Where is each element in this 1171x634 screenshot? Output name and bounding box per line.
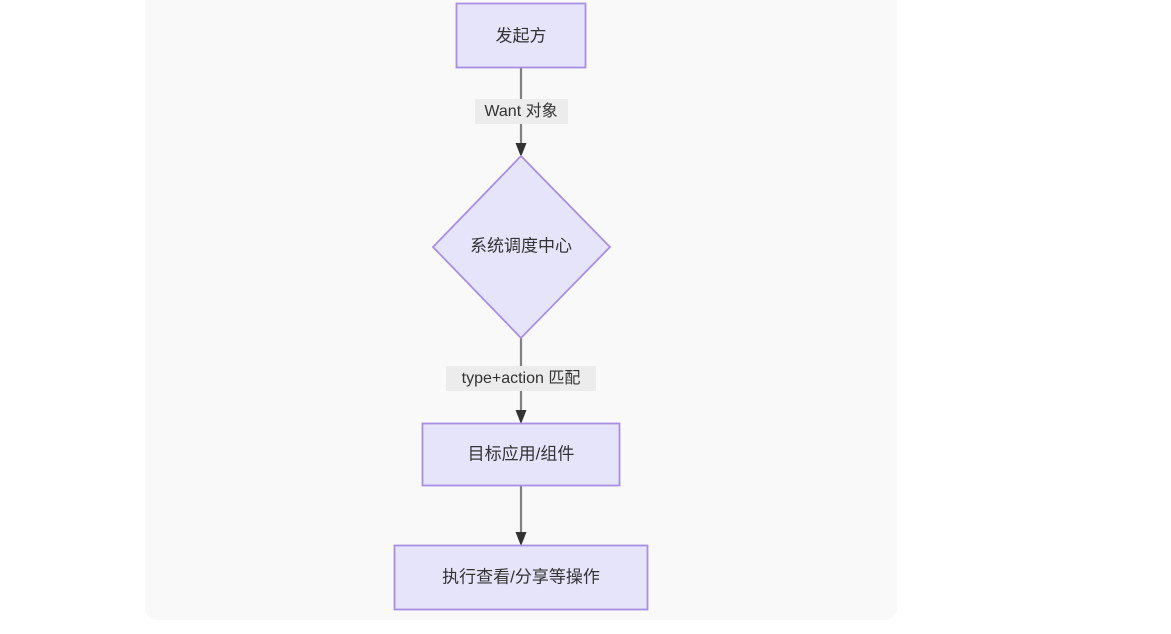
node-target[interactable]: 目标应用/组件 xyxy=(421,422,621,487)
edge-label-want-bg xyxy=(475,99,568,124)
node-target-shape[interactable] xyxy=(421,422,621,487)
edge-label-match: type+action 匹配 xyxy=(446,366,596,391)
arrowhead-scheduler-target xyxy=(515,410,527,424)
node-operation-label: 执行查看/分享等操作 xyxy=(442,567,600,586)
node-initiator-label: 发起方 xyxy=(496,26,547,45)
node-scheduler-label: 系统调度中心 xyxy=(470,236,572,255)
node-target-label: 目标应用/组件 xyxy=(468,444,575,463)
flowchart-svg: 发起方 系统调度中心 目标应用/组件 执行查看/分享等操作 Want 对象 xyxy=(393,2,649,611)
edge-target-operation xyxy=(515,486,527,546)
diagram-canvas: 发起方 系统调度中心 目标应用/组件 执行查看/分享等操作 Want 对象 xyxy=(145,0,897,620)
node-scheduler[interactable]: 系统调度中心 xyxy=(431,154,612,340)
edge-label-want: Want 对象 xyxy=(475,99,568,124)
arrowhead-initiator-scheduler xyxy=(515,143,527,157)
node-operation-shape[interactable] xyxy=(393,544,649,611)
edge-label-want-text: Want 对象 xyxy=(484,102,557,120)
node-operation[interactable]: 执行查看/分享等操作 xyxy=(393,544,649,611)
arrowhead-target-operation xyxy=(515,532,527,546)
edge-label-match-bg xyxy=(446,366,596,391)
edge-label-match-text: type+action 匹配 xyxy=(462,369,581,387)
node-initiator[interactable]: 发起方 xyxy=(455,2,587,69)
node-scheduler-shape[interactable] xyxy=(431,154,612,340)
node-initiator-shape[interactable] xyxy=(455,2,587,69)
